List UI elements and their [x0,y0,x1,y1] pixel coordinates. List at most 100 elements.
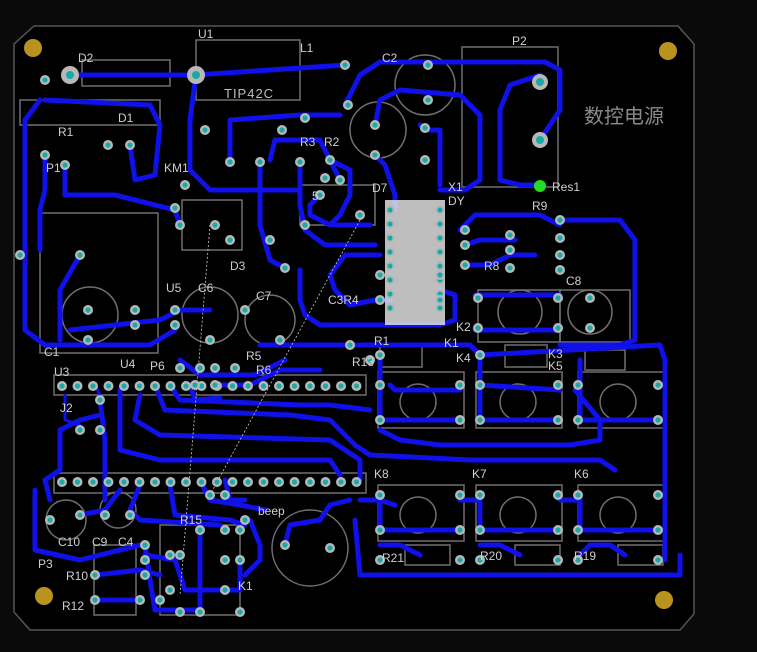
via-hole [377,297,383,303]
via-hole [377,272,383,278]
via-hole [387,235,393,241]
via-hole [132,322,138,328]
mounting-hole [35,587,53,605]
pads-layer [15,60,663,617]
via-hole [655,492,661,498]
via-hole [507,265,513,271]
via-hole [422,157,428,163]
via-hole [74,479,81,485]
label-c8: C8 [566,274,582,288]
via-hole [387,207,393,213]
via-hole [157,597,163,603]
label-j2: J2 [60,401,73,415]
pad-large-hole [536,136,544,144]
label-r2: R2 [324,135,340,149]
via-hole [182,182,188,188]
via-hole [377,382,383,388]
silkscreen-layer [19,39,665,616]
via-hole [557,217,563,223]
ratsnest-lines [179,219,361,596]
via-hole [242,517,248,523]
via-hole [575,382,581,388]
via-hole [198,479,205,485]
via-hole [260,479,267,485]
via-hole [555,492,561,498]
label-u1: U1 [198,27,214,41]
via-hole [322,383,329,389]
via-hole [177,609,183,615]
label-c7: C7 [256,289,272,303]
via-hole [197,527,203,533]
label-c10: C10 [58,535,80,549]
via-hole [232,365,238,371]
via-hole [202,127,208,133]
label-r1: R1 [58,125,74,139]
via-hole [17,252,23,258]
via-hole [555,295,561,301]
via-hole [372,152,378,158]
via-hole [475,295,481,301]
via-hole [477,382,483,388]
via-hole [105,479,112,485]
via-hole [291,383,298,389]
via-hole [425,62,431,68]
label-dy: DY [448,194,465,208]
label-r20: R20 [480,549,502,563]
via-hole [477,527,483,533]
via-hole [237,557,243,563]
via-hole [42,77,48,83]
label-res1: Res1 [552,180,580,194]
via-hole [437,221,443,227]
via-hole [575,492,581,498]
via-hole [457,382,463,388]
via-hole [555,557,561,563]
via-hole [85,307,91,313]
via-hole [655,557,661,563]
via-hole [337,177,343,183]
via-hole [172,307,178,313]
label-r9: R9 [532,199,548,213]
via-hole [302,222,308,228]
via-hole [127,142,133,148]
via-hole [77,252,83,258]
label-c4: C4 [118,535,134,549]
via-hole [227,237,233,243]
via-hole [222,492,228,498]
label-d2: D2 [78,51,94,65]
via-hole [302,115,308,121]
via-hole [137,597,143,603]
via-hole [105,383,112,389]
via-hole [90,383,96,389]
via-hole [167,479,174,485]
label-d1: D1 [118,111,134,125]
via-hole [77,512,83,518]
via-hole [282,265,288,271]
label-u3: U3 [54,365,70,379]
via-hole [372,122,378,128]
mounting-hole [24,39,42,57]
via-hole [97,397,103,403]
label-r6: R6 [256,363,272,377]
via-hole [555,527,561,533]
board-title: 数控电源 [584,104,664,128]
via-hole [90,479,96,485]
via-hole [387,249,393,255]
label-r8: R8 [484,259,500,273]
via-hole [342,62,348,68]
label-d3: D3 [230,259,246,273]
label-beep: beep [258,504,285,518]
via-hole [387,305,393,311]
via-hole [152,383,158,389]
via-hole [575,527,581,533]
via-hole [229,479,236,485]
via-hole [457,527,463,533]
via-hole [353,383,360,389]
via-hole [327,545,333,551]
via-hole [475,325,481,331]
via-hole [59,383,65,389]
mounting-hole [659,42,677,60]
label-k5: K5 [548,359,563,373]
via-hole [291,479,298,485]
via-hole [105,142,111,148]
via-hole [121,479,127,485]
